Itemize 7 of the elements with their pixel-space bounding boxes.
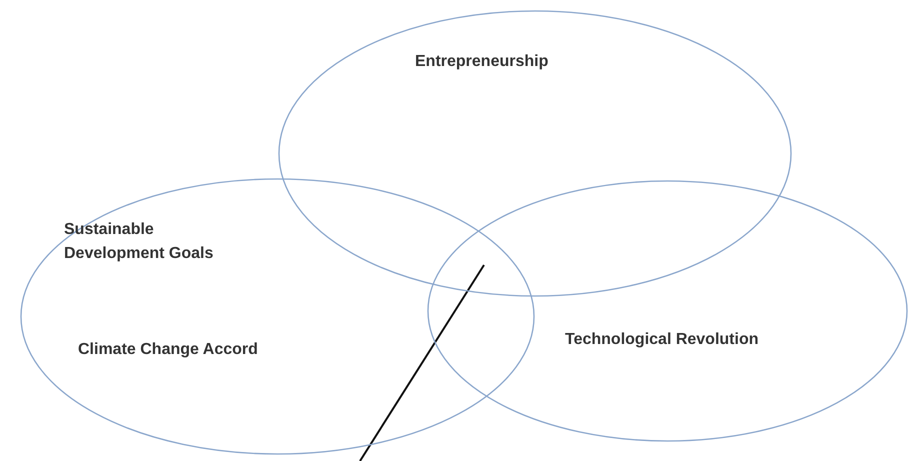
venn-ellipse [427,180,908,442]
set-label: Climate Change Accord [78,340,258,360]
set-label: Entrepreneurship [415,52,548,72]
leader-line [359,264,485,461]
venn-ellipse [278,10,792,297]
set-label: Technological Revolution [565,330,758,350]
venn-ellipse [20,178,535,455]
